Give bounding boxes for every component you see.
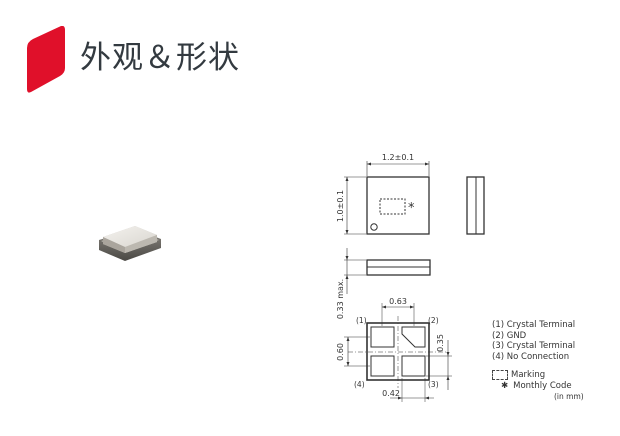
pad-width-label: 0.42 [382, 389, 400, 398]
monthly-code-icon: * [408, 201, 415, 216]
legend-pin-1: (1) Crystal Terminal [492, 320, 576, 330]
thickness-dim-label: 0.33 max. [336, 279, 345, 319]
dimension-drawing: 1.2±0.1 1.0±0.1 * 0.33 max. 0.63 0.60 0.… [330, 140, 610, 420]
legend-pin-4: (4) No Connection [492, 351, 570, 362]
monthly-code-label: Monthly Code [513, 380, 572, 391]
legend-monthly-code: ✱ Monthly Code [492, 381, 584, 392]
pad-pitch-y-label: 0.60 [336, 343, 345, 361]
asterisk-icon: ✱ [501, 380, 509, 391]
pin1-indicator-icon [370, 223, 378, 231]
legend-pin-2: (2) GND [492, 330, 527, 341]
section-header: 外观＆形状 [0, 0, 620, 110]
drawing-svg: 1.2±0.1 1.0±0.1 * 0.33 max. 0.63 0.60 0.… [336, 153, 485, 402]
brand-mark-icon [27, 26, 65, 93]
marking-box-icon [492, 370, 508, 381]
pin-legend: (1) Crystal Terminal (2) GND (3) Crystal… [492, 320, 584, 403]
legend-marking: Marking [492, 370, 584, 381]
unit-label: (in mm) [554, 392, 584, 401]
height-dim-label: 1.0±0.1 [336, 190, 345, 222]
product-photo [99, 226, 161, 261]
pad-pitch-x-label: 0.63 [389, 297, 407, 306]
pad-height-label: 0.35 [436, 334, 445, 352]
page-title: 外观＆形状 [80, 40, 240, 76]
width-dim-label: 1.2±0.1 [382, 153, 414, 162]
pin-label-3: (3) [428, 380, 439, 389]
legend-pin-3: (3) Crystal Terminal [492, 341, 576, 351]
marking-area [379, 198, 406, 215]
pin-label-2: (2) [428, 316, 439, 325]
top-view-outline [366, 176, 430, 235]
marking-label: Marking [511, 370, 546, 380]
pin-label-1: (1) [356, 316, 367, 325]
pin-label-4: (4) [354, 380, 365, 389]
